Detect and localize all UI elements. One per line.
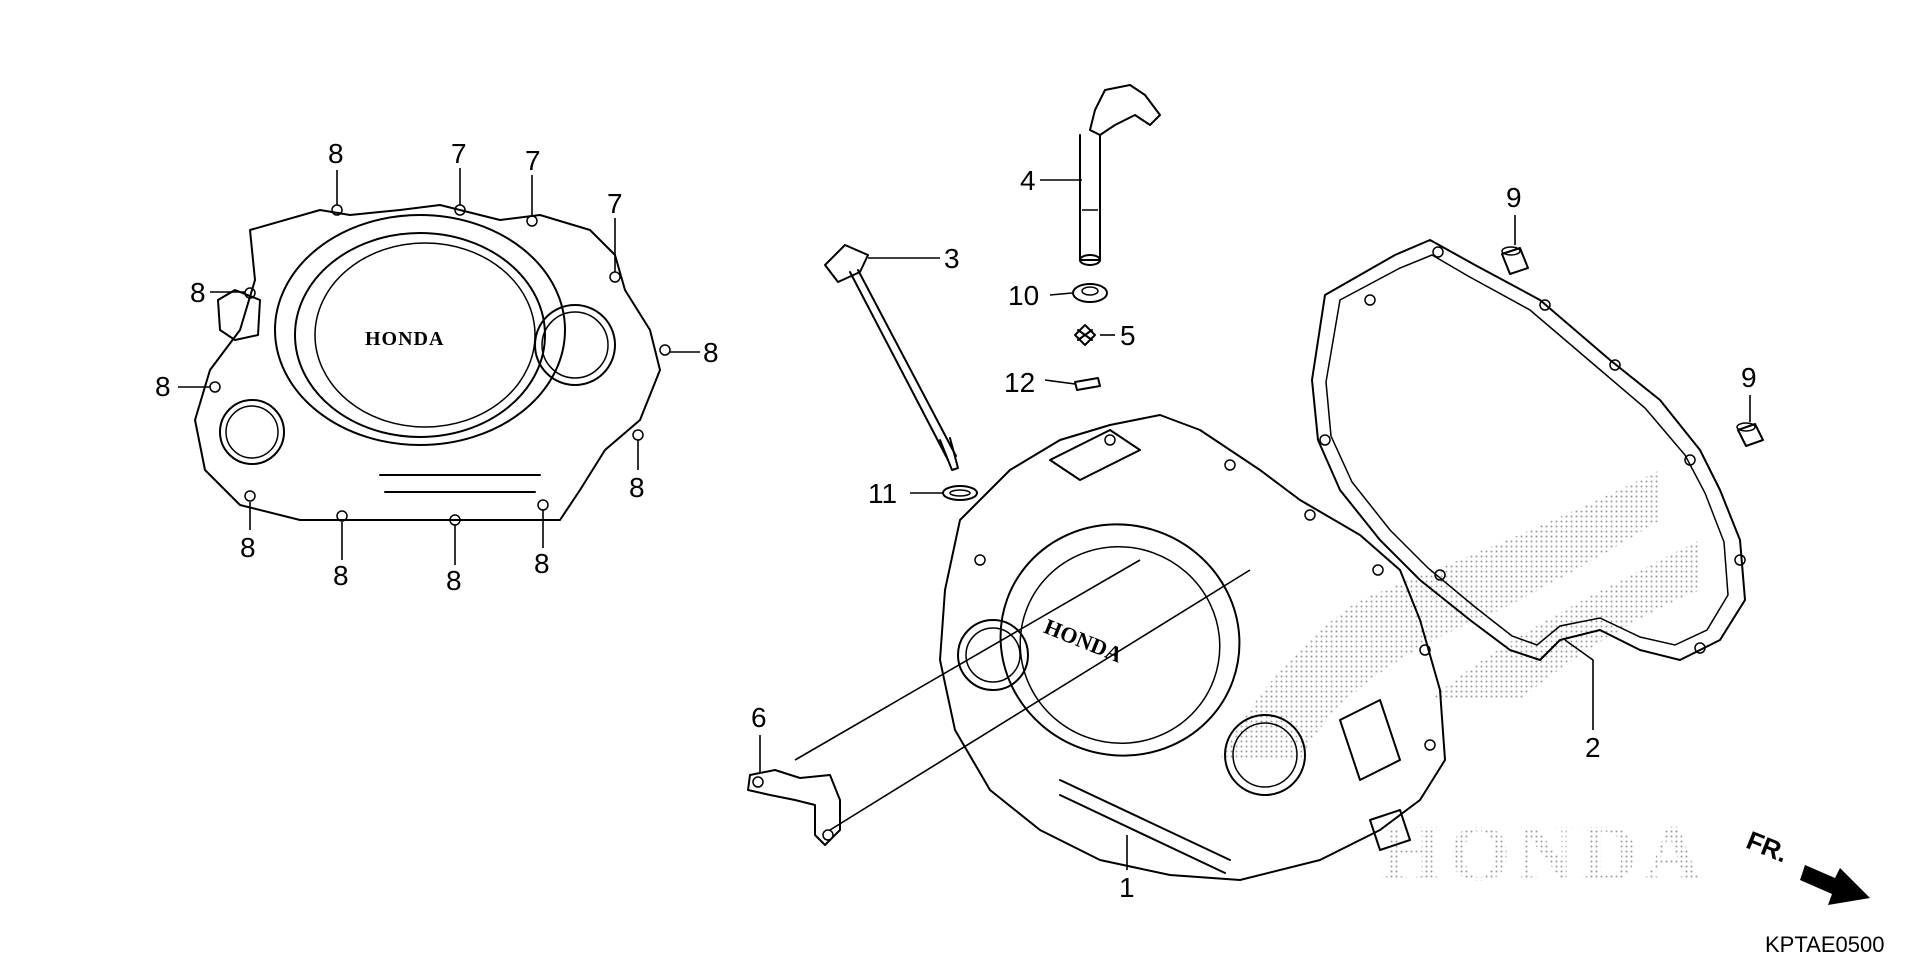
callout-7-a: 7 xyxy=(451,138,467,169)
callout-3: 3 xyxy=(944,243,960,274)
callout-5: 5 xyxy=(1120,320,1136,351)
pin-part-12 xyxy=(1074,377,1101,391)
callout-10: 10 xyxy=(1008,280,1039,311)
callout-8-bottom-1: 8 xyxy=(240,532,256,563)
honda-wing-watermark: HONDA xyxy=(1220,470,1708,898)
o-ring-part-11 xyxy=(942,485,978,501)
callout-7-c: 7 xyxy=(607,188,623,219)
dowel-pin-right xyxy=(1736,422,1764,447)
callout-labels: 8 7 7 7 8 8 8 8 8 8 8 8 3 4 10 5 12 11 9… xyxy=(155,138,1757,903)
left-cover-drawing: HONDA xyxy=(194,204,671,526)
callout-8-right-lower: 8 xyxy=(629,472,645,503)
callout-12: 12 xyxy=(1004,367,1035,398)
front-direction-indicator: FR. xyxy=(1742,825,1870,905)
callout-1: 1 xyxy=(1119,872,1135,903)
callout-7-b: 7 xyxy=(525,145,541,176)
bracket-part-6 xyxy=(747,559,1251,846)
direction-label: FR. xyxy=(1742,825,1792,869)
callout-8-top: 8 xyxy=(328,138,344,169)
callout-6: 6 xyxy=(751,702,767,733)
cover-gasket xyxy=(1311,239,1746,661)
oil-dipstick xyxy=(824,244,959,471)
diagram-code: KPTAE0500 xyxy=(1765,932,1884,957)
left-cover-brand-text: HONDA xyxy=(365,328,444,350)
spring-part-5 xyxy=(1074,324,1096,346)
oil-seal-part-10 xyxy=(1072,283,1108,303)
callout-8-left-lower: 8 xyxy=(155,371,171,402)
callout-8-bottom-4: 8 xyxy=(534,548,550,579)
callout-9-top: 9 xyxy=(1506,182,1522,213)
callout-8-right: 8 xyxy=(703,337,719,368)
callout-8-bottom-3: 8 xyxy=(446,565,462,596)
callout-9-right: 9 xyxy=(1741,362,1757,393)
callout-11: 11 xyxy=(868,478,897,509)
dowel-pin-top xyxy=(1501,246,1529,275)
callout-8-bottom-2: 8 xyxy=(333,560,349,591)
leader-lines xyxy=(178,168,1751,870)
callout-2: 2 xyxy=(1585,732,1601,763)
callout-8-left-upper: 8 xyxy=(190,277,206,308)
watermark-text: HONDA xyxy=(1380,810,1708,898)
callout-4: 4 xyxy=(1020,165,1036,196)
main-cover-brand-text: HONDA xyxy=(1041,614,1126,668)
clutch-lifter-arm xyxy=(1079,84,1161,266)
arrow-icon xyxy=(1800,865,1870,905)
